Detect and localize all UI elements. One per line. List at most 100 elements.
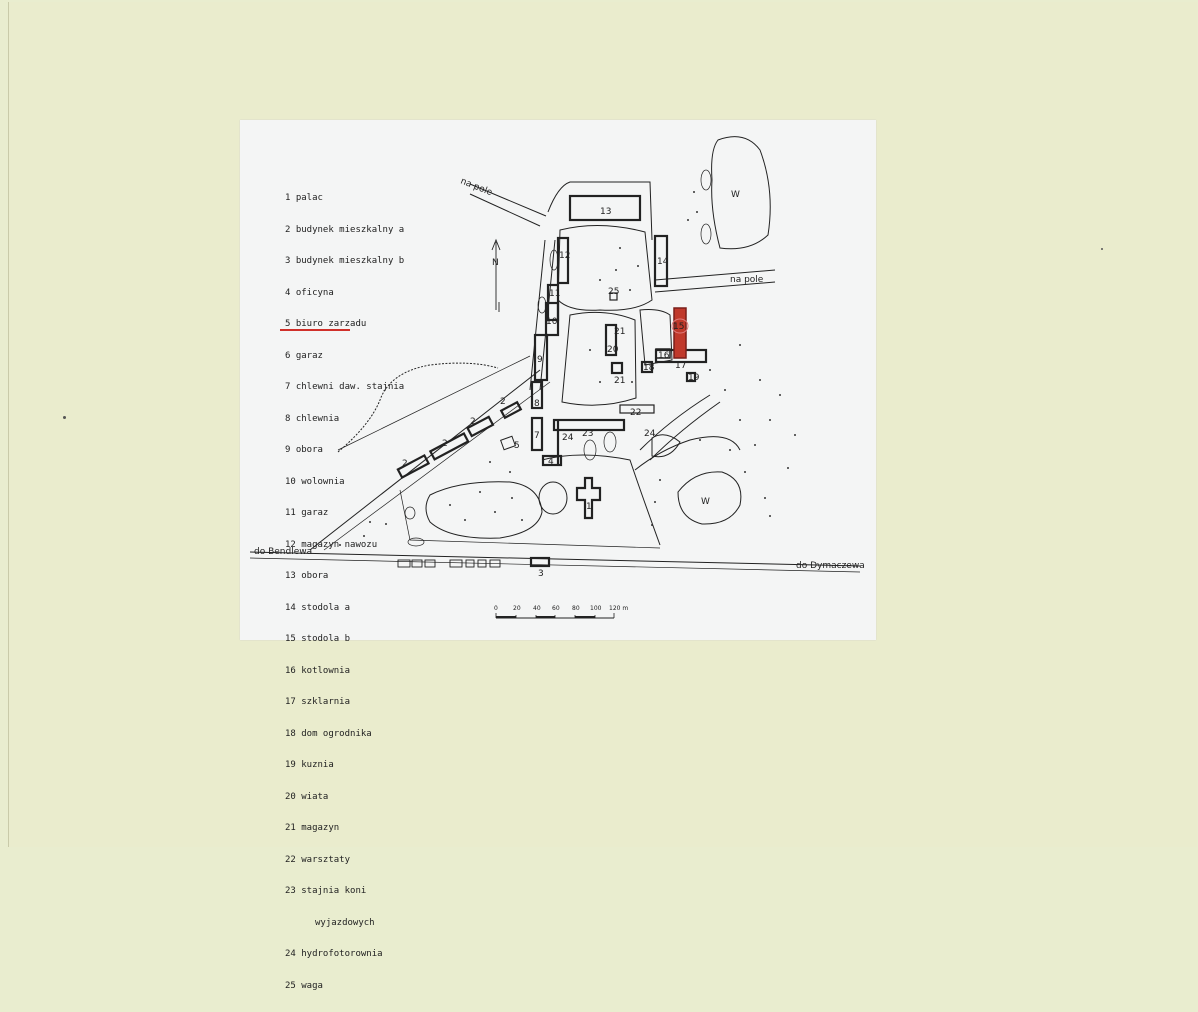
building-25 bbox=[609, 292, 618, 301]
building-2 bbox=[466, 415, 495, 438]
building-13 bbox=[568, 194, 642, 222]
site-plan: N na pole na pole do Bendlewa do Dymacze… bbox=[249, 136, 865, 619]
legend-item: 22 warsztaty bbox=[285, 854, 351, 865]
legend-item: wyjazdowych bbox=[315, 917, 375, 928]
farm-road bbox=[529, 239, 546, 391]
shed bbox=[489, 559, 501, 568]
road bbox=[337, 355, 531, 451]
building-19 bbox=[685, 371, 697, 383]
building-2 bbox=[428, 432, 470, 461]
number-9: 9 bbox=[537, 355, 543, 365]
scale-bar bbox=[495, 613, 615, 619]
legend-item: 13 obora bbox=[285, 571, 329, 581]
yard bbox=[557, 225, 653, 311]
field-road bbox=[469, 193, 541, 227]
number-7: 7 bbox=[534, 431, 540, 441]
building-5 bbox=[500, 435, 516, 451]
number-22: 22 bbox=[630, 408, 641, 418]
legend-item: 19 kuznia bbox=[285, 760, 334, 770]
highlight-underline bbox=[280, 329, 350, 331]
scale-tick: 80 bbox=[572, 605, 580, 612]
park-path bbox=[639, 394, 711, 451]
number-3: 3 bbox=[538, 569, 544, 579]
legend-item: 14 stodola a bbox=[285, 602, 351, 613]
roadside-sheds bbox=[397, 559, 501, 568]
number-20: 20 bbox=[607, 345, 619, 355]
tree bbox=[583, 439, 597, 461]
legend-item: 16 kotlownia bbox=[285, 665, 351, 676]
diagonal-road bbox=[323, 381, 551, 551]
building-16 bbox=[655, 348, 671, 359]
park-path bbox=[541, 454, 661, 546]
field-road-right bbox=[654, 269, 776, 281]
label-na-pole-top: na pole bbox=[459, 177, 494, 199]
scale-labels: 0 20 40 60 80 100 120 m bbox=[494, 605, 628, 612]
number-23: 23 bbox=[582, 429, 593, 439]
shed bbox=[424, 559, 436, 568]
legend-item: 7 chlewni daw. stajnia bbox=[285, 382, 405, 392]
scale-tick: 120 m bbox=[609, 605, 628, 612]
legend-item: 20 wiata bbox=[285, 791, 329, 802]
north-label: N bbox=[492, 258, 499, 268]
yard bbox=[561, 311, 637, 406]
legend-item-highlighted: 15 stodola b bbox=[285, 634, 351, 644]
number-5: 5 bbox=[514, 441, 520, 451]
scale-tick: 20 bbox=[513, 605, 521, 612]
legend-item: 24 hydrofotorownia bbox=[285, 949, 383, 959]
scan-speck bbox=[1101, 248, 1103, 250]
tree bbox=[404, 506, 416, 520]
number-24: 24 bbox=[644, 429, 656, 439]
park-roundabout bbox=[538, 481, 568, 515]
shed bbox=[477, 559, 487, 568]
scale-tick: 60 bbox=[552, 605, 560, 612]
highlight-circle bbox=[671, 318, 689, 334]
main-road bbox=[249, 557, 861, 573]
north-arrow bbox=[491, 238, 501, 312]
tree bbox=[603, 431, 617, 453]
park-path bbox=[399, 489, 661, 549]
shed bbox=[411, 559, 423, 568]
building-2 bbox=[396, 453, 431, 479]
legend-item: 11 garaz bbox=[285, 508, 329, 518]
building-22 bbox=[619, 404, 655, 414]
tree bbox=[700, 169, 712, 191]
legend-item: 21 magazyn bbox=[285, 823, 340, 833]
building-numbers: 1 2 2 2 2 3 4 5 7 8 9 10 11 12 13 14 15 … bbox=[402, 207, 700, 579]
pond bbox=[711, 136, 771, 250]
field-road bbox=[469, 183, 547, 217]
number-4: 4 bbox=[548, 457, 554, 467]
pond bbox=[677, 471, 742, 525]
number-2: 2 bbox=[500, 397, 506, 407]
legend-item: 4 oficyna bbox=[285, 287, 334, 298]
building-20 bbox=[604, 323, 618, 357]
number-21: 21 bbox=[614, 327, 625, 337]
number-11: 11 bbox=[549, 289, 560, 299]
number-21: 21 bbox=[614, 376, 625, 386]
building-4 bbox=[541, 454, 563, 467]
number-24: 24 bbox=[562, 433, 574, 443]
legend-item: 18 dom ogrodnika bbox=[285, 728, 372, 739]
number-2: 2 bbox=[402, 459, 408, 469]
legend-item: 23 stajnia koni bbox=[285, 886, 367, 896]
field-boundary bbox=[337, 362, 499, 453]
building-10 bbox=[544, 301, 560, 337]
legend-item: 10 wolownia bbox=[285, 476, 345, 487]
scale-tick: 40 bbox=[533, 605, 541, 612]
legend-item: 9 obora bbox=[285, 445, 323, 455]
building-23 bbox=[552, 418, 626, 432]
number-18: 18 bbox=[643, 363, 655, 373]
building-9 bbox=[533, 333, 549, 382]
yard bbox=[639, 309, 673, 366]
number-13: 13 bbox=[600, 207, 611, 217]
legend-item: 8 chlewnia bbox=[285, 413, 340, 424]
field-road-right bbox=[654, 281, 776, 293]
number-25: 25 bbox=[608, 287, 619, 297]
number-17: 17 bbox=[675, 361, 686, 371]
shed bbox=[397, 559, 411, 568]
label-do-bendlewa: do Bendlewa bbox=[254, 547, 312, 557]
map-sheet: 1 palac 2 budynek mieszkalny a 3 budynek… bbox=[240, 120, 876, 991]
number-1: 1 bbox=[586, 502, 592, 512]
shed bbox=[465, 559, 475, 568]
diagonal-road bbox=[309, 369, 541, 551]
pond-label: W bbox=[701, 497, 710, 507]
